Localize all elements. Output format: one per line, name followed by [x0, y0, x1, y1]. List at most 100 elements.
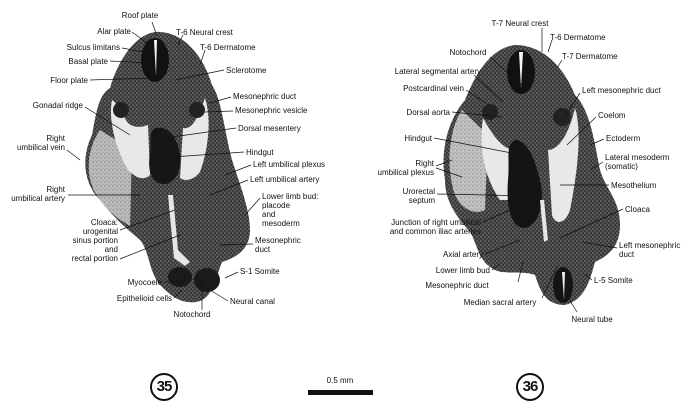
label-l5-somite: L-5 Somite [594, 276, 633, 285]
label-ectoderm: Ectoderm [606, 134, 641, 143]
label-dorsal-mesentery: Dorsal mesentery [238, 124, 301, 133]
label-line: (somatic) [605, 162, 638, 171]
label-mesonephric-duct-36: Mesonephric duct [425, 281, 489, 290]
label-neural-canal: Neural canal [230, 297, 275, 306]
label-line: septum [408, 196, 435, 205]
neural-tube-36-lumen [562, 272, 565, 300]
label-mesonephric-vesicle: Mesonephric vesicle [235, 106, 308, 115]
label-line: Lateral mesoderm [605, 153, 670, 162]
label-line: urogenital [82, 227, 118, 236]
somite-35 [168, 267, 192, 287]
coelom-36 [481, 118, 515, 200]
label-postcardinal-vein: Postcardinal vein [403, 84, 464, 93]
neural-lumen-36 [519, 52, 523, 88]
label-sulcus-limitans: Sulcus limitans [66, 43, 120, 52]
label-basal-plate: Basal plate [68, 57, 108, 66]
label-t6-dermatome-36: T-6 Dermatome [550, 33, 606, 42]
figure-number-35: 35 [150, 373, 178, 401]
label-line: umbilical vein [16, 143, 65, 152]
label-line: Mesonephric [255, 236, 301, 245]
section-35 [85, 31, 250, 303]
label-left-umbilical-plexus: Left umbilical plexus [253, 160, 326, 169]
hindgut-36 [507, 140, 542, 228]
label-floor-plate: Floor plate [50, 76, 88, 85]
label-t6-dermatome: T-6 Dermatome [200, 43, 256, 52]
label-left-mesonephric-duct: Left mesonephric duct [582, 86, 661, 95]
coelom-35 [110, 100, 150, 179]
label-line: Lower limb bud: [262, 192, 319, 201]
label-mesonephric-duct: Mesonephric duct [233, 92, 297, 101]
label-line: and [262, 210, 276, 219]
label-line: mesoderm [262, 219, 300, 228]
label-line: and common iliac arteries [389, 227, 481, 236]
coelom-36-left [548, 108, 579, 222]
label-median-sacral-artery: Median sacral artery [463, 298, 537, 307]
label-epithelioid-cells: Epithelioid cells [116, 294, 172, 303]
section-36 [443, 45, 620, 305]
label-t7-neural-crest: T-7 Neural crest [491, 19, 549, 28]
label-notochord-36: Notochord [449, 48, 487, 57]
cloaca-lumen-36 [540, 200, 548, 242]
label-line: Right [46, 134, 65, 143]
label-line: duct [255, 245, 271, 254]
right-umbilical-plexus-36 [449, 110, 488, 212]
label-lateral-segmental-artery: Lateral segmental artery [394, 67, 481, 76]
label-neural-tube: Neural tube [571, 315, 613, 324]
label-line: and [104, 245, 118, 254]
figure-number-36: 36 [516, 373, 544, 401]
label-s1-somite: S-1 Somite [240, 267, 280, 276]
label-alar-plate: Alar plate [97, 27, 131, 36]
label-line: umbilical plexus [377, 168, 434, 177]
label-t7-dermatome: T-7 Dermatome [562, 52, 618, 61]
dorsal-aorta-36-b [553, 108, 571, 126]
coelom-35-left [180, 98, 209, 180]
somite-35-b [194, 268, 220, 292]
label-line: duct [619, 250, 635, 259]
label-notochord: Notochord [173, 310, 211, 319]
label-line: placode [262, 201, 291, 210]
label-left-umbilical-artery: Left umbilical artery [250, 175, 320, 184]
dorsal-aorta-35-b [189, 102, 205, 118]
label-lateral-mesoderm: Lateral mesoderm(somatic) [605, 153, 669, 171]
label-myocoele: Myocoele [127, 278, 162, 287]
label-coelom: Coelom [598, 111, 626, 120]
label-lower-limb-bud-36: Lower limb bud [435, 266, 490, 275]
dorsal-aorta-35 [113, 102, 129, 118]
label-line: Right [415, 159, 434, 168]
label-dorsal-aorta: Dorsal aorta [406, 108, 450, 117]
neural-tube-35 [141, 38, 169, 82]
label-gonadal-ridge: Gonadal ridge [32, 101, 83, 110]
cloaca-lumen-35 [168, 195, 190, 266]
dorsal-aorta-36 [482, 104, 498, 120]
label-hindgut-36: Hindgut [404, 134, 432, 143]
label-line: umbilical artery [11, 194, 65, 203]
label-line: Right [46, 185, 65, 194]
label-sclerotome: Sclerotome [226, 66, 267, 75]
hindgut-35 [149, 127, 181, 185]
label-line: sinus portion [72, 236, 118, 245]
label-mesothelium: Mesothelium [611, 181, 657, 190]
label-line: Left mesonephric [619, 241, 681, 250]
label-roof-plate: Roof plate [121, 11, 159, 20]
leader-lines [66, 21, 624, 313]
label-line: Cloaca: [90, 218, 118, 227]
label-line: rectal portion [71, 254, 118, 263]
scale-bar-label: 0.5 mm [326, 376, 354, 385]
label-line: Junction of right umbilical [391, 218, 481, 227]
neural-lumen-35 [154, 40, 157, 76]
label-axial-artery: Axial artery [442, 250, 483, 259]
label-t6-neural-crest: T-6 Neural crest [176, 28, 233, 37]
label-cloaca-36: Cloaca [625, 205, 650, 214]
label-hindgut: Hindgut [246, 148, 274, 157]
